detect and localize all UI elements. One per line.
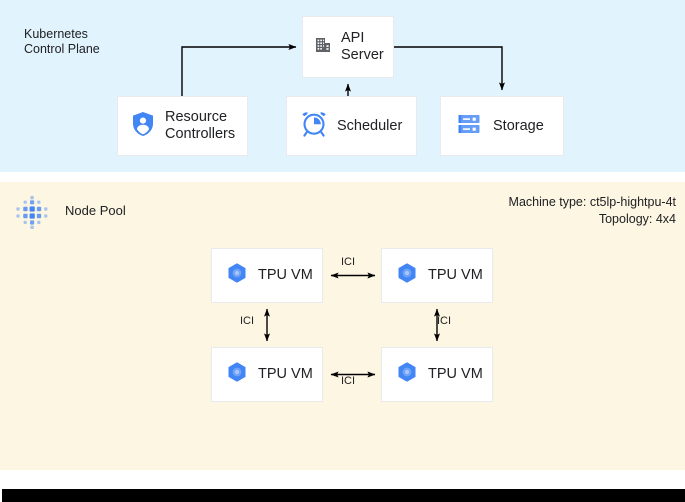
alarm-clock-icon	[301, 111, 327, 142]
tpu-vm-box[interactable]: TPU VM	[381, 347, 493, 402]
node-pool-panel	[0, 182, 685, 470]
control-plane-box-label: Scheduler	[337, 117, 403, 134]
tpu-vm-box[interactable]: TPU VM	[211, 248, 323, 303]
control-plane-box-label: Storage	[493, 117, 544, 134]
footer-bar	[2, 489, 685, 502]
tpu-hexagon-icon	[226, 262, 248, 289]
server-storage-icon	[457, 112, 481, 141]
tpu-vm-box[interactable]: TPU VM	[211, 347, 323, 402]
shield-person-icon	[131, 111, 155, 142]
tpu-vm-label: TPU VM	[428, 267, 483, 283]
tpu-vm-box[interactable]: TPU VM	[381, 248, 493, 303]
control-plane-box-label: Resource Controllers	[165, 109, 236, 142]
machine-type-text: Machine type: ct5lp-hightpu-4t	[508, 195, 676, 209]
control-plane-box-api-server[interactable]: API Server	[302, 16, 394, 78]
node-pool-dots-icon	[14, 194, 52, 232]
ici-label: ICI	[341, 256, 356, 268]
control-plane-box-scheduler[interactable]: Scheduler	[286, 96, 417, 156]
tpu-hexagon-icon	[396, 361, 418, 388]
machine-info: Machine type: ct5lp-hightpu-4t Topology:…	[509, 194, 676, 228]
control-plane-title: Kubernetes Control Plane	[24, 27, 100, 56]
node-pool-title: Node Pool	[65, 203, 126, 218]
control-plane-box-resource-controllers[interactable]: Resource Controllers	[117, 96, 248, 156]
tpu-vm-label: TPU VM	[428, 366, 483, 382]
tpu-hexagon-icon	[396, 262, 418, 289]
ici-label: ICI	[341, 375, 356, 387]
control-plane-box-label: API Server	[341, 30, 384, 63]
building-icon	[313, 35, 333, 60]
topology-text: Topology: 4x4	[598, 212, 676, 226]
ici-label: ICI	[240, 315, 255, 327]
tpu-vm-label: TPU VM	[258, 366, 313, 382]
tpu-hexagon-icon	[226, 361, 248, 388]
control-plane-box-storage[interactable]: Storage	[440, 96, 564, 156]
ici-label: ICI	[437, 315, 452, 327]
tpu-vm-label: TPU VM	[258, 267, 313, 283]
